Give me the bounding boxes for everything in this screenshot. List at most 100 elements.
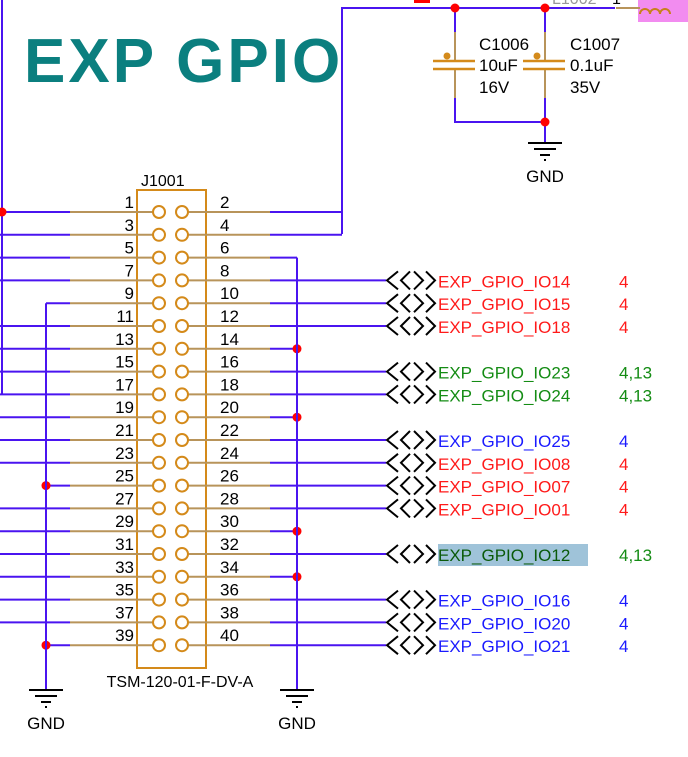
pin-pad: [175, 341, 189, 356]
net-label[interactable]: EXP_GPIO_IO16: [438, 592, 570, 611]
net-label[interactable]: EXP_GPIO_IO23: [438, 364, 570, 383]
pin-number-left: 29: [115, 512, 134, 531]
pin-number-right: 24: [220, 444, 239, 463]
net-label[interactable]: EXP_GPIO_IO21: [438, 637, 570, 656]
net-label[interactable]: EXP_GPIO_IO07: [438, 478, 570, 497]
double-chevron-icon: [385, 293, 437, 313]
pin-pad: [175, 547, 189, 561]
off-page-connector: [385, 293, 437, 313]
gnd-label: GND: [526, 167, 564, 186]
inductor-pin-number: 1: [612, 0, 621, 8]
junction-dot: [450, 3, 460, 13]
net-label[interactable]: EXP_GPIO_IO14: [438, 272, 570, 291]
double-chevron-icon: [385, 430, 437, 450]
pin-number-left: 23: [115, 444, 134, 463]
pin-pad: [175, 273, 189, 288]
gnd-label: GND: [278, 714, 316, 733]
polarity-dot: [533, 52, 541, 60]
net-label[interactable]: EXP_GPIO_IO24: [438, 386, 570, 405]
pin-pad: [175, 592, 189, 607]
pin-pad: [175, 569, 189, 584]
capacitor-voltage: 35V: [570, 78, 601, 97]
pin-pad: [152, 227, 166, 242]
pin-number-right: 22: [220, 421, 239, 440]
pin-pad: [175, 319, 189, 333]
double-chevron-icon: [385, 544, 437, 564]
pin-pad: [175, 455, 189, 470]
wire: [341, 7, 615, 234]
off-page-connector: [385, 384, 437, 405]
pin-number-left: 17: [115, 375, 134, 394]
off-page-connector: [385, 316, 437, 336]
double-chevron-icon: [385, 612, 437, 633]
net-page-ref: 4: [619, 592, 628, 611]
selection-highlight: [438, 544, 588, 566]
pin-pad: [175, 296, 189, 311]
capacitor-voltage: 16V: [479, 78, 510, 97]
pin-pad: [175, 410, 189, 425]
capacitor-value: 10uF: [479, 56, 518, 75]
pin-number-left: 33: [115, 558, 134, 577]
off-page-connector: [385, 361, 437, 382]
partial-component-red: [414, 0, 430, 3]
parts: [29, 32, 565, 708]
net-label[interactable]: EXP_GPIO_IO18: [438, 318, 570, 337]
double-chevron-icon: [385, 316, 437, 336]
off-page-connector: [385, 430, 437, 450]
inductor-ref-partial: L1002: [552, 0, 597, 8]
pin-number-right: 10: [220, 284, 239, 303]
pin-pad: [152, 364, 166, 379]
pin-pad: [175, 227, 189, 242]
net-page-ref: 4: [619, 500, 628, 519]
pin-number-right: 30: [220, 512, 239, 531]
junction-dot: [0, 207, 7, 217]
net-page-ref: 4: [619, 318, 628, 337]
net-label[interactable]: EXP_GPIO_IO12: [438, 546, 570, 565]
pin-number-left: 39: [115, 626, 134, 645]
pin-pad: [152, 455, 166, 470]
pin-number-right: 6: [220, 239, 229, 258]
pin-pad: [175, 387, 189, 402]
polarity-dot: [443, 52, 451, 60]
pin-number-right: 14: [220, 330, 239, 349]
pin-number-left: 21: [115, 421, 134, 440]
pin-number-left: 5: [125, 239, 134, 258]
pin-pad: [152, 250, 166, 265]
net-label[interactable]: EXP_GPIO_IO20: [438, 614, 570, 633]
wire: [454, 98, 545, 123]
off-page-connector: [385, 612, 437, 633]
double-chevron-icon: [385, 475, 437, 496]
double-chevron-icon: [385, 270, 437, 291]
pin-pad: [175, 638, 189, 653]
pin-pad: [152, 296, 166, 311]
pin-pad: [152, 478, 166, 493]
net-label[interactable]: EXP_GPIO_IO01: [438, 500, 570, 519]
capacitor-symbol: [523, 32, 565, 98]
pin-pad: [175, 524, 189, 539]
pin-number-left: 27: [115, 489, 134, 508]
pin-pad: [175, 205, 189, 219]
net-label[interactable]: EXP_GPIO_IO08: [438, 455, 570, 474]
inductor-icon[interactable]: [616, 0, 688, 22]
pin-pad: [152, 569, 166, 584]
off-page-connector: [385, 270, 437, 291]
pin-pad: [152, 205, 166, 219]
pin-number-right: 4: [220, 216, 229, 235]
pin-number-right: 38: [220, 603, 239, 622]
net-label[interactable]: EXP_GPIO_IO25: [438, 432, 570, 451]
pin-number-left: 35: [115, 581, 134, 600]
pin-number-left: 7: [125, 261, 134, 280]
pin-number-right: 2: [220, 193, 229, 212]
pin-number-right: 20: [220, 398, 239, 417]
capacitor-ref: C1006: [479, 35, 529, 54]
double-chevron-icon: [385, 384, 437, 405]
pin-number-right: 18: [220, 375, 239, 394]
connector-ref: J1001: [141, 173, 185, 190]
off-page-connector: [385, 589, 437, 610]
capacitor-ref: C1007: [570, 35, 620, 54]
net-label[interactable]: EXP_GPIO_IO15: [438, 295, 570, 314]
capacitor-symbol: [433, 32, 475, 98]
pin-pad: [152, 592, 166, 607]
ground-symbol: [29, 689, 63, 708]
pin-number-left: 9: [125, 284, 134, 303]
